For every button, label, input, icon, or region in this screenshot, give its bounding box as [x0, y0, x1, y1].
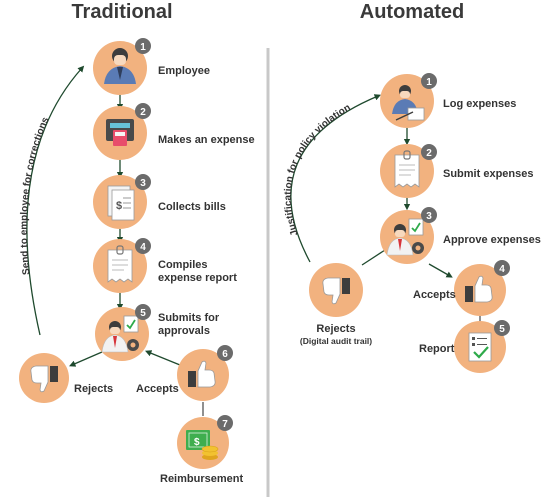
traditional-flow-arrows: [26, 65, 204, 416]
badge-number: 5: [499, 324, 505, 335]
receipt-icon: [394, 150, 420, 188]
rejects-label: Rejects: [74, 383, 113, 395]
manager-approval-icon: [386, 218, 424, 256]
bills-icon: $: [107, 185, 135, 221]
badge-number: 4: [140, 242, 146, 253]
automated-step-3: 3 Approve expenses: [380, 207, 541, 264]
step-label: Accepts: [136, 383, 179, 395]
automated-rejects: Rejects (Digital audit trail): [300, 263, 372, 346]
traditional-step-3: $ 3 Collects bills: [93, 174, 226, 229]
automated-step-2: 2 Submit expenses: [380, 144, 533, 198]
automated-step-1: 1 Log expenses: [380, 73, 516, 128]
badge-number: 2: [426, 148, 432, 159]
svg-text:$: $: [194, 437, 200, 448]
automated-step-5: 5 Report: [419, 320, 510, 373]
rejects-label: Rejects: [316, 323, 355, 335]
receipt-icon: [107, 245, 133, 283]
step-label-line1: Compiles: [158, 259, 208, 271]
traditional-step-2: 2 Makes an expense: [93, 103, 255, 160]
step-label: Makes an expense: [158, 134, 255, 146]
badge-number: 3: [426, 211, 432, 222]
badge-number: 6: [222, 349, 228, 360]
money-icon: $: [186, 430, 219, 460]
step-label: Log expenses: [443, 98, 516, 110]
step-label: Reimbursement: [160, 473, 243, 485]
automated-step-4: 4 Accepts: [413, 260, 510, 316]
traditional-step-7: $ 7 Reimbursement: [160, 415, 243, 485]
thumbs-down-icon: [30, 365, 58, 393]
traditional-heading: Traditional: [71, 1, 172, 23]
badge-number: 7: [222, 419, 228, 430]
thumbs-down-icon: [322, 277, 350, 305]
badge-number: 4: [499, 264, 505, 275]
step-label: Approve expenses: [443, 234, 541, 246]
step-label: Employee: [158, 65, 210, 77]
traditional-rejects: Rejects: [19, 353, 113, 403]
traditional-arc-label: Send to employee for corrections: [19, 115, 52, 275]
employee-icon: [104, 48, 136, 84]
step-label-line2: expense report: [158, 272, 237, 284]
svg-text:$: $: [116, 200, 122, 212]
traditional-step-6: 6 Accepts: [136, 345, 233, 401]
log-expenses-icon: [392, 85, 425, 121]
automated-arc-label: Justification for policy violation: [283, 102, 353, 237]
traditional-step-4: 4 Compiles expense report: [93, 238, 237, 293]
thumbs-up-icon: [465, 275, 493, 303]
automated-flow-arrows: [290, 94, 481, 321]
badge-number: 3: [140, 178, 146, 189]
step-label: Accepts: [413, 289, 456, 301]
manager-approval-icon: [101, 315, 139, 353]
badge-number: 1: [426, 77, 432, 88]
step-label: Collects bills: [158, 201, 226, 213]
rejects-sublabel: (Digital audit trail): [300, 336, 372, 346]
badge-number: 1: [140, 42, 146, 53]
badge-number: 2: [140, 107, 146, 118]
report-icon: [468, 332, 492, 362]
step-label: Report: [419, 343, 455, 355]
step-label-line1: Submits for: [158, 312, 220, 324]
traditional-step-1: 1 Employee: [93, 38, 210, 95]
traditional-step-5: 5 Submits for approvals: [95, 304, 220, 361]
badge-number: 5: [140, 308, 146, 319]
thumbs-up-icon: [188, 360, 216, 388]
step-label: Submit expenses: [443, 168, 533, 180]
card-payment-icon: [106, 119, 134, 146]
automated-heading: Automated: [360, 1, 464, 23]
step-label-line2: approvals: [158, 325, 210, 337]
